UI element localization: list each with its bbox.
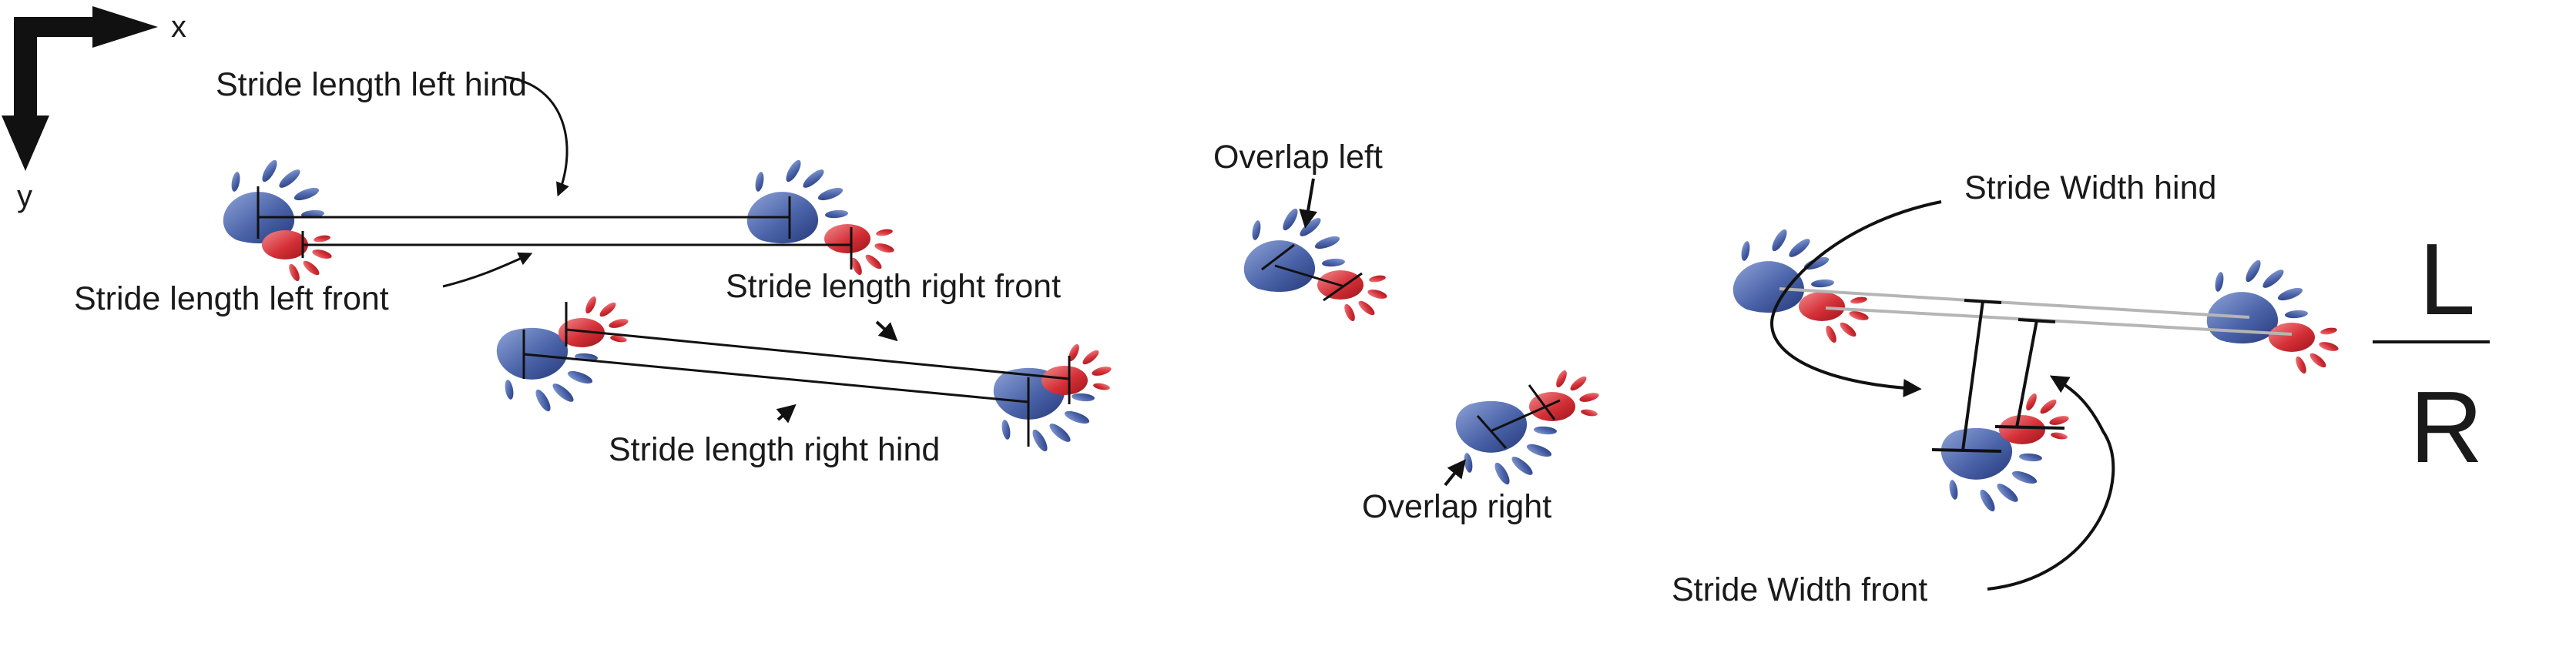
overlap-left-connector <box>1274 264 1345 288</box>
arrow-left-front <box>442 252 533 288</box>
stride-line-right-hind <box>523 353 1029 403</box>
width-guide-front <box>1825 306 2293 336</box>
stride-line-right-front <box>565 328 1070 380</box>
front-paw-left-1 <box>262 230 333 283</box>
label-overlap-left: Overlap left <box>1213 139 1383 176</box>
label-stride-length-left-hind: Stride length left hind <box>216 66 527 103</box>
x-axis-arrow <box>14 6 158 48</box>
overlap-left-tick-2 <box>1323 272 1363 302</box>
width-front-bottom-tick <box>1994 425 2065 430</box>
width-front-paw-left-2 <box>2269 323 2340 375</box>
arrow-stride-width-front <box>1987 375 2115 591</box>
label-stride-length-right-front: Stride length right front <box>726 268 1061 305</box>
y-axis-label: y <box>17 179 32 213</box>
arrow-overlap-left <box>1299 178 1317 229</box>
overlap-right-tick-2 <box>1528 384 1556 420</box>
width-front-paw-left <box>1799 292 1870 344</box>
front-paw-right-2 <box>1041 343 1112 395</box>
stride-width-front-line <box>2015 320 2038 428</box>
overlap-front-paw-right <box>1529 369 1600 421</box>
arrow-right-hind <box>776 403 797 424</box>
legend-left-label: L <box>2419 223 2475 336</box>
label-stride-width-front: Stride Width front <box>1672 571 1927 608</box>
width-hind-bottom-tick <box>1931 448 2002 453</box>
overlap-left-tick-1 <box>1261 243 1295 271</box>
front-paw-right-1 <box>558 295 629 347</box>
arrow-left-hind <box>504 75 569 197</box>
label-stride-width-hind: Stride Width hind <box>1964 169 2216 206</box>
arrow-stride-width-hind <box>1769 200 1942 398</box>
y-axis-arrow <box>2 37 49 171</box>
x-axis-label: x <box>171 10 186 44</box>
label-overlap-right: Overlap right <box>1362 488 1551 525</box>
label-stride-length-left-front: Stride length left front <box>74 280 389 317</box>
stride-length-panel: Stride length left hind Stride length le… <box>74 66 1112 468</box>
stride-width-hind-line <box>1961 300 1984 451</box>
arrow-right-front <box>875 320 898 342</box>
overlap-panel: Overlap left Overlap right <box>1213 139 1600 525</box>
legend-right-label: R <box>2410 370 2483 484</box>
overlap-right-connector <box>1490 399 1561 433</box>
overlap-right-tick-1 <box>1476 415 1508 449</box>
hind-paw-left-1 <box>223 158 325 244</box>
lr-legend: L R <box>2373 223 2490 484</box>
width-front-paw-right <box>1999 392 2070 444</box>
arrow-overlap-right <box>1444 459 1466 487</box>
stride-width-panel: Stride Width hind Stride Width front <box>1672 169 2340 608</box>
label-stride-length-right-hind: Stride length right hind <box>609 431 940 468</box>
axes: x y <box>2 6 186 213</box>
width-guide-hind <box>1779 287 2250 319</box>
